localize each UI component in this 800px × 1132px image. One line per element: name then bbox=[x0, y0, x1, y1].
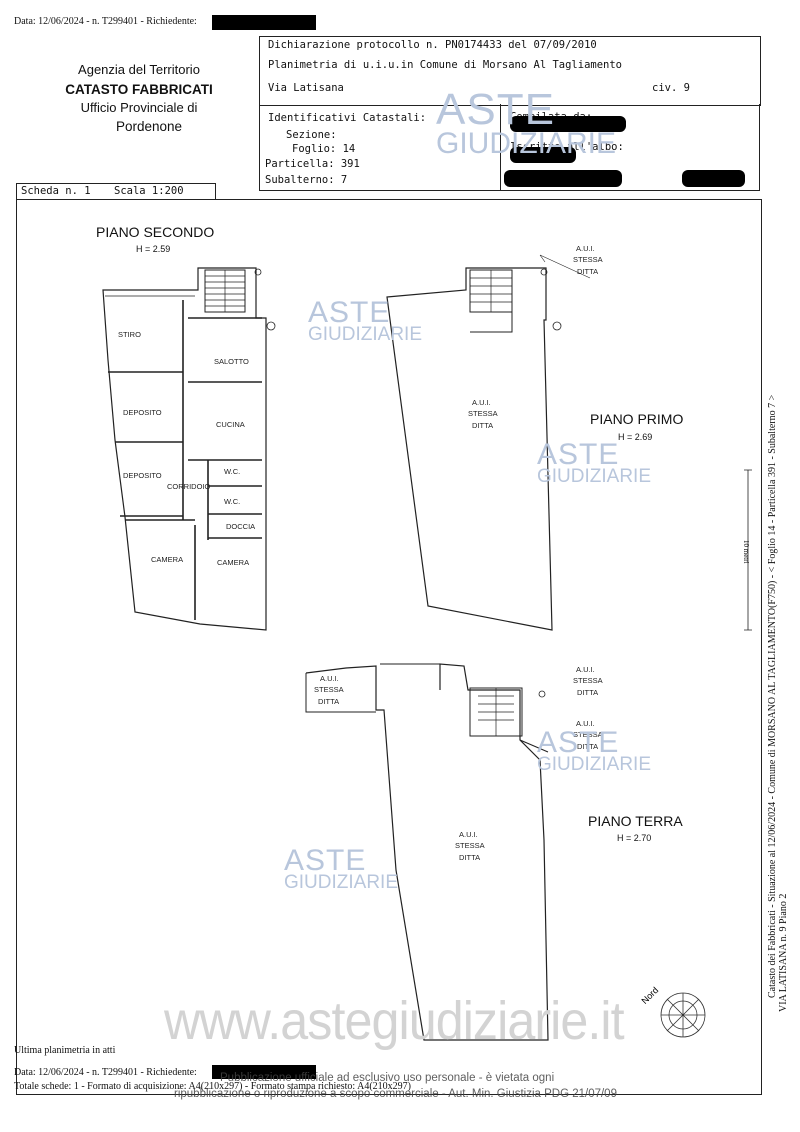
watermark-logo-4: ASTE GIUDIZIARIE bbox=[537, 726, 652, 775]
watermark-logo-2: ASTE GIUDIZIARIE bbox=[308, 296, 423, 345]
room-camera-1: CAMERA bbox=[151, 555, 183, 564]
aui-label-terra-r2-3: DITTA bbox=[577, 742, 598, 751]
declaration-box bbox=[259, 36, 761, 106]
aui-label-primo-top-1: A.U.I. bbox=[576, 244, 595, 253]
ground-floor-outline bbox=[305, 663, 549, 1041]
room-salotto: SALOTTO bbox=[214, 357, 249, 366]
floor-title-primo: PIANO PRIMO bbox=[590, 411, 684, 427]
watermark-site-url: www.astegiudiziarie.it bbox=[164, 991, 625, 1051]
aui-label-primo-top-2: STESSA bbox=[573, 255, 603, 264]
aui-label-primo-top-3: DITTA bbox=[577, 267, 598, 276]
room-deposito-2: DEPOSITO bbox=[123, 471, 162, 480]
room-doccia: DOCCIA bbox=[226, 522, 255, 531]
floor-height-primo: H = 2.69 bbox=[618, 432, 653, 442]
room-corridoio: CORRIDOIO bbox=[167, 482, 211, 491]
agency-office: Ufficio Provinciale di bbox=[80, 100, 198, 115]
room-deposito-1: DEPOSITO bbox=[123, 408, 162, 417]
aui-label-terra-r2-2: STESSA bbox=[573, 730, 603, 739]
north-compass-icon bbox=[660, 992, 706, 1038]
side-address-text: VIA LATISANA n. 9 Piano 2 bbox=[778, 893, 789, 1012]
room-wc-1: W.C. bbox=[224, 467, 240, 476]
floor-height-secondo: H = 2.59 bbox=[136, 244, 171, 254]
declaration-text: Dichiarazione protocollo n. PN0174433 de… bbox=[268, 39, 597, 51]
watermark-logo-3: ASTE GIUDIZIARIE bbox=[537, 438, 652, 487]
footer-format-line: Totale schede: 1 - Formato di acquisizio… bbox=[14, 1081, 411, 1092]
floor-title-secondo: PIANO SECONDO bbox=[96, 224, 215, 240]
identifier-foglio: Foglio: 14 bbox=[292, 143, 356, 155]
aui-label-primo-1: A.U.I. bbox=[472, 398, 491, 407]
aui-label-terra-left-1: A.U.I. bbox=[320, 674, 339, 683]
agency-name: Agenzia del Territorio bbox=[78, 62, 200, 77]
north-label: Nord bbox=[640, 985, 661, 1006]
redacted-compiler bbox=[510, 116, 626, 132]
agency-department: CATASTO FABBRICATI bbox=[65, 82, 213, 97]
aui-label-terra-3: DITTA bbox=[459, 853, 480, 862]
room-camera-2: CAMERA bbox=[217, 558, 249, 567]
first-floor-outline bbox=[386, 267, 553, 631]
floor-title-terra: PIANO TERRA bbox=[588, 813, 683, 829]
identifiers-title: Identificativi Catastali: bbox=[268, 112, 427, 124]
second-floor-outline bbox=[102, 267, 267, 631]
watermark-logo-5: ASTE GIUDIZIARIE bbox=[284, 844, 399, 893]
compiler-box bbox=[499, 104, 760, 191]
aui-label-terra-1: A.U.I. bbox=[459, 830, 478, 839]
redacted-signature-2 bbox=[682, 170, 745, 187]
identifiers-box bbox=[259, 104, 501, 191]
watermark-notice-2: ripubblicazione o riproduzione a scopo c… bbox=[174, 1088, 617, 1100]
footer-redacted-requester bbox=[212, 1065, 316, 1079]
sheet-number: Scheda n. 1 bbox=[21, 185, 91, 197]
watermark-logo-1: ASTE GIUDIZIARIE bbox=[436, 85, 617, 160]
side-cadastral-text: Catasto dei Fabbricati - Situazione al 1… bbox=[767, 394, 778, 998]
header-request-line: Data: 12/06/2024 - n. T299401 - Richiede… bbox=[14, 16, 197, 27]
aui-label-terra-left-3: DITTA bbox=[318, 697, 339, 706]
aui-label-terra-2: STESSA bbox=[455, 841, 485, 850]
civic-number: civ. 9 bbox=[652, 82, 690, 94]
aui-label-terra-r2-1: A.U.I. bbox=[576, 719, 595, 728]
agency-province: Pordenone bbox=[115, 119, 183, 134]
aui-label-terra-r1-1: A.U.I. bbox=[576, 665, 595, 674]
aui-label-terra-r1-3: DITTA bbox=[577, 688, 598, 697]
agency-block: Agenzia del Territorio CATASTO FABBRICAT… bbox=[20, 36, 258, 134]
redacted-signature-1 bbox=[504, 170, 622, 187]
room-cucina: CUCINA bbox=[216, 420, 245, 429]
address-text: Via Latisana bbox=[268, 82, 344, 94]
planimetria-text: Planimetria di u.i.u.in Comune di Morsan… bbox=[268, 59, 623, 71]
redacted-requester bbox=[212, 15, 316, 30]
identifier-subalterno: Subalterno: 7 bbox=[265, 174, 348, 186]
room-wc-2: W.C. bbox=[224, 497, 240, 506]
aui-label-terra-r1-2: STESSA bbox=[573, 676, 603, 685]
scale-label: Scala 1:200 bbox=[114, 185, 184, 197]
aui-label-terra-left-2: STESSA bbox=[314, 685, 344, 694]
aui-label-primo-2: STESSA bbox=[468, 409, 498, 418]
redacted-register bbox=[510, 147, 576, 163]
footer-last-plan: Ultima planimetria in atti bbox=[14, 1045, 116, 1056]
watermark-notice-1: Pubblicazione ufficiale ad esclusivo uso… bbox=[220, 1072, 555, 1084]
scale-bar-label: 10 metri bbox=[742, 540, 750, 564]
floor-height-terra: H = 2.70 bbox=[617, 833, 652, 843]
room-stiro: STIRO bbox=[118, 330, 141, 339]
identifier-sezione: Sezione: bbox=[286, 129, 337, 141]
aui-label-primo-3: DITTA bbox=[472, 421, 493, 430]
footer-request-line: Data: 12/06/2024 - n. T299401 - Richiede… bbox=[14, 1067, 197, 1078]
identifier-particella: Particella: 391 bbox=[265, 158, 360, 170]
drawing-frame bbox=[16, 199, 762, 1095]
